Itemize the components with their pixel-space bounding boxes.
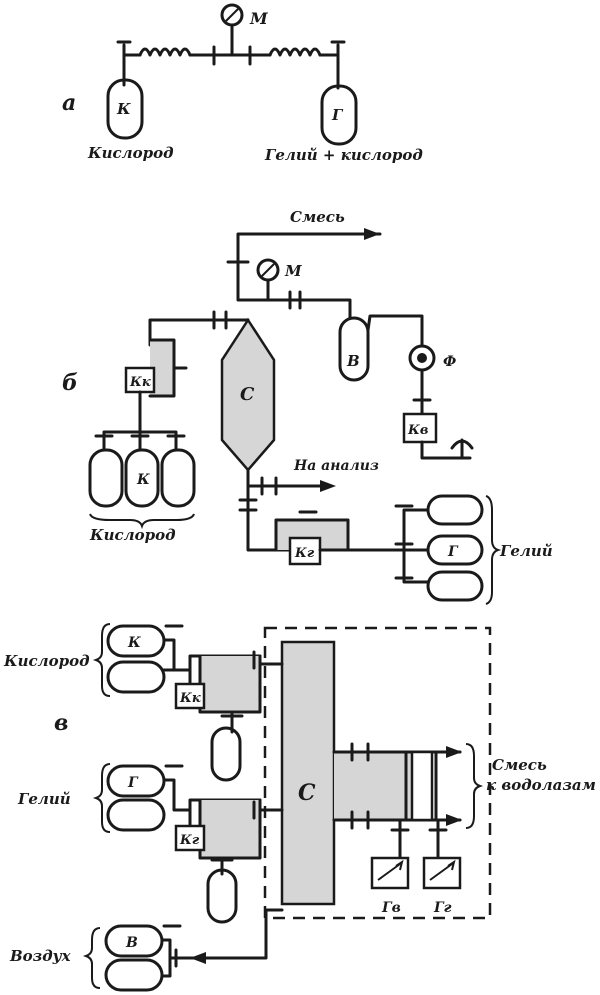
oxygen-cylinder <box>124 448 160 508</box>
oxygen-label: Кислород <box>3 652 90 670</box>
mixture-outlet-pipe <box>236 232 382 272</box>
oxygen-compressor <box>124 366 156 394</box>
helium-cylinder <box>426 494 484 526</box>
oxygen-cylinder <box>160 448 196 508</box>
oxygen-compressor <box>174 682 206 710</box>
air-label: Воздух <box>9 947 72 965</box>
helium-cylinder <box>426 570 484 602</box>
mixer-column <box>280 640 336 906</box>
mixer-label: С <box>240 384 255 405</box>
gas-analyzer-2 <box>422 856 462 890</box>
arrow-right-icon <box>446 746 462 758</box>
oxygen-cylinder <box>88 448 124 508</box>
cylinder-label: Г <box>127 775 139 791</box>
analyzer-label: Гв <box>381 900 401 916</box>
helium-receiver <box>206 868 238 924</box>
oxygen-label: Кислород <box>89 526 176 544</box>
mixture-label: Смесь <box>290 208 345 226</box>
arrow-right-icon <box>446 814 462 826</box>
oxygen-cylinder <box>106 78 144 140</box>
pressure-gauge-icon <box>220 3 244 44</box>
air-brace <box>82 927 101 989</box>
helium-compressor <box>288 536 322 566</box>
oxygen-label: Кислород <box>87 144 174 162</box>
to-divers-label: к водолазам <box>486 776 596 794</box>
analyzer-label: Гг <box>433 900 452 916</box>
compressor-label: Кк <box>179 691 201 706</box>
helium-oxygen-cylinder <box>320 84 358 146</box>
section-b: б Смесь М С В Ф Кв <box>62 208 553 605</box>
air-compressor <box>402 412 438 444</box>
air-intake-icon <box>450 438 474 460</box>
cylinder-label: К <box>136 472 150 488</box>
compressor-label: Кг <box>294 546 315 561</box>
helium-cylinder <box>106 798 166 832</box>
oxygen-cylinder <box>106 660 166 694</box>
compressor-label: Кк <box>129 375 151 390</box>
coil-left-icon <box>138 47 192 57</box>
gauge-label: М <box>284 262 302 280</box>
cylinder-label: Г <box>447 544 459 560</box>
oxygen-receiver <box>210 726 242 782</box>
air-cylinder <box>104 958 164 992</box>
filter-label: Ф <box>443 354 456 370</box>
gauge-label: М <box>249 9 269 28</box>
compressor-label: Кг <box>179 833 200 848</box>
arrow-right-icon <box>320 480 336 492</box>
helium-cylinder <box>426 534 484 566</box>
compressor-label: Кв <box>407 423 428 438</box>
pipe-a-left <box>122 43 142 57</box>
air-feed-pipe <box>160 908 284 978</box>
helium-oxygen-label: Гелий + кислород <box>264 146 423 164</box>
mixing-unit-boundary <box>263 626 492 920</box>
cylinder-label: К <box>116 100 131 118</box>
helium-label: Гелий <box>499 542 553 560</box>
cylinder-label: В <box>125 935 138 951</box>
mixer-label: С <box>298 780 316 806</box>
oxygen-brace <box>89 513 195 530</box>
receiver-label: В <box>346 352 360 370</box>
mixture-label: Смесь <box>492 756 547 774</box>
section-v-marker: в <box>54 710 68 736</box>
cylinder-label: Г <box>331 106 344 124</box>
analysis-label: На анализ <box>293 458 379 474</box>
pipe-a-right <box>318 43 340 57</box>
helium-compressor <box>174 824 206 852</box>
oxygen-brace <box>92 623 111 697</box>
section-b-marker: б <box>62 370 78 396</box>
analyzer-needle-icon <box>429 859 456 881</box>
arrow-left-icon <box>190 952 206 964</box>
arrow-right-icon <box>364 228 380 240</box>
coil-right-icon <box>268 47 322 57</box>
helium-brace <box>92 763 111 833</box>
section-a-marker: а <box>62 90 76 116</box>
helium-brace <box>485 495 502 605</box>
mixture-brace <box>465 743 484 829</box>
analyzer-needle-icon <box>377 859 404 881</box>
section-v: в С Кислород К Кк Гелий Г Кг <box>3 623 596 992</box>
section-a: а М К Г Кислород Гелий + кислород <box>62 3 423 164</box>
helium-label: Гелий <box>17 790 71 808</box>
cylinder-label: К <box>127 635 141 651</box>
receiver-tank <box>338 316 370 382</box>
